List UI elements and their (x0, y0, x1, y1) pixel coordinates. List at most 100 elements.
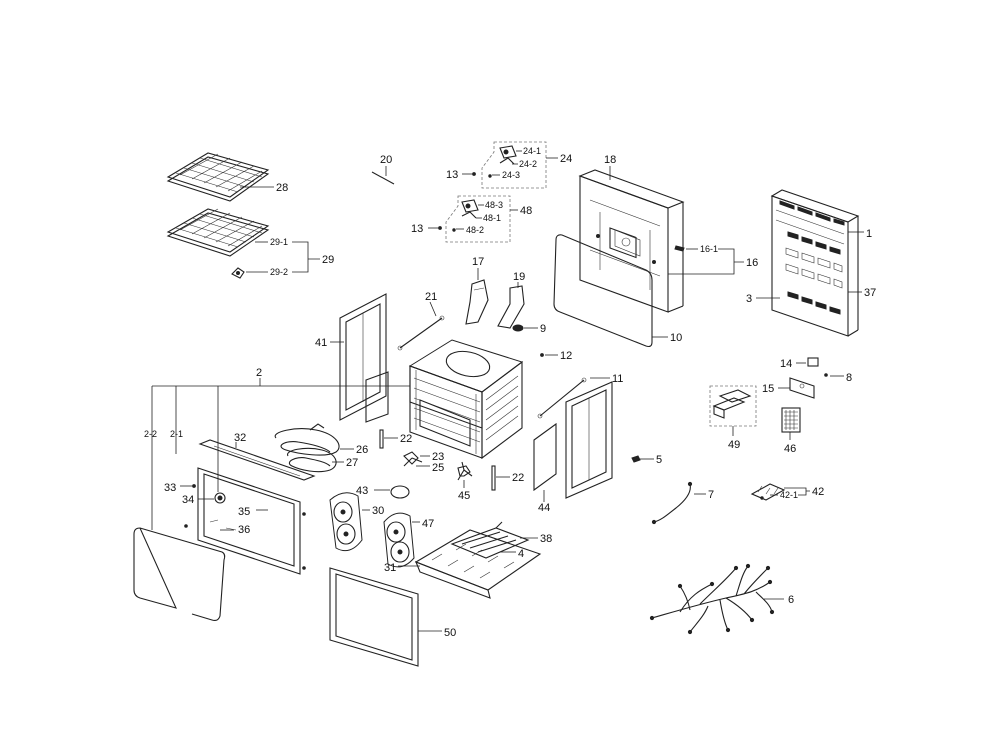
label-31: 31 (384, 562, 396, 574)
label-49: 49 (728, 439, 740, 451)
label-15: 15 (762, 383, 774, 395)
label-6: 6 (788, 594, 794, 606)
label-17: 17 (472, 256, 484, 268)
part-8-screw (824, 373, 828, 377)
door-gasket (133, 527, 226, 622)
label-42: 42 (812, 486, 824, 498)
part-21-rod (397, 315, 445, 351)
part-5-clip (631, 455, 641, 463)
oven-cavity (408, 339, 524, 460)
label-37: 37 (864, 287, 876, 299)
label-23: 23 (432, 451, 444, 463)
label-5: 5 (656, 454, 662, 466)
label-10: 10 (670, 332, 682, 344)
label-50: 50 (444, 627, 456, 639)
part-9-sensor (512, 324, 524, 332)
label-28: 28 (276, 182, 288, 194)
part-31-bottom-plate (414, 529, 542, 599)
part-44-plate (533, 422, 557, 492)
label-47: 47 (422, 518, 434, 530)
label-36: 36 (238, 524, 250, 536)
part-22-bracket-right (491, 465, 496, 491)
part-12-screw (540, 353, 544, 357)
part-20-rod (371, 171, 395, 185)
label-44: 44 (538, 502, 550, 514)
part-48-assembly (438, 195, 511, 243)
label-38: 38 (540, 533, 552, 545)
part-50-door-frame (329, 567, 419, 667)
label-9: 9 (540, 323, 546, 335)
label-45: 45 (458, 490, 470, 502)
label-34: 34 (182, 494, 194, 506)
part-16-1-screw (674, 245, 685, 252)
label-20: 20 (380, 154, 392, 166)
part-14-switch (807, 357, 819, 367)
door-inner-frame (197, 467, 301, 575)
part-43-ring (390, 485, 410, 499)
label-3: 3 (746, 293, 752, 305)
label-32: 32 (234, 432, 246, 444)
label-19: 19 (513, 271, 525, 283)
part-46-grille (781, 407, 801, 433)
part-22-bracket-left (379, 429, 384, 449)
part-1-back-cover (770, 189, 860, 337)
label-8: 8 (846, 372, 852, 384)
part-2-leaders (151, 385, 410, 530)
label-1: 1 (866, 228, 872, 240)
part-17-duct (465, 279, 489, 325)
label-48-3: 48-3 (485, 200, 503, 210)
label-7: 7 (708, 489, 714, 501)
part-27-element (287, 447, 337, 473)
part-30-fan-cover (329, 492, 363, 552)
part-15-bracket (789, 377, 815, 399)
label-35: 35 (238, 506, 250, 518)
label-29: 29 (322, 254, 334, 266)
label-29-2: 29-2 (270, 267, 288, 277)
part-7-wire (651, 481, 693, 525)
label-30: 30 (372, 505, 384, 517)
label-21: 21 (425, 291, 437, 303)
part-29-2-clip (231, 267, 245, 279)
part-6-wire-harness (649, 563, 775, 635)
label-48-1: 48-1 (483, 213, 501, 223)
part-29-rack (166, 208, 270, 257)
label-4: 4 (518, 548, 524, 560)
part-28-rack (166, 152, 270, 202)
label-29-1: 29-1 (270, 237, 288, 247)
part-23-fan (403, 451, 423, 467)
label-2: 2 (256, 367, 262, 379)
label-2-2: 2-2 (144, 429, 157, 439)
label-26: 26 (356, 444, 368, 456)
label-48: 48 (520, 205, 532, 217)
part-45-fan (457, 461, 473, 481)
part-26-broil-element (274, 423, 340, 456)
part-38-bake-element (450, 521, 530, 559)
label-16-1: 16-1 (700, 244, 718, 254)
label-27: 27 (346, 457, 358, 469)
label-43: 43 (356, 485, 368, 497)
label-16: 16 (746, 257, 758, 269)
label-11: 11 (612, 373, 623, 385)
label-2-1: 2-1 (170, 429, 183, 439)
label-24-1: 24-1 (523, 146, 541, 156)
label-24: 24 (560, 153, 572, 165)
part-19-duct (497, 285, 525, 329)
part-10-insulation (553, 234, 653, 348)
label-46: 46 (784, 443, 796, 455)
vent-slots (785, 231, 843, 315)
label-18: 18 (604, 154, 616, 166)
part-42-terminal (750, 483, 786, 501)
part-47-fan-cover (383, 512, 415, 568)
label-24-2: 24-2 (519, 159, 537, 169)
label-13a: 13 (446, 169, 458, 181)
label-48-2: 48-2 (466, 225, 484, 235)
label-42-1: 42-1 (780, 490, 798, 500)
label-33: 33 (164, 482, 176, 494)
label-22a: 22 (400, 433, 412, 445)
label-24-3: 24-3 (502, 170, 520, 180)
label-14: 14 (780, 358, 792, 370)
part-11-rod (537, 377, 587, 419)
side-panel-right (565, 381, 613, 499)
label-12: 12 (560, 350, 572, 362)
